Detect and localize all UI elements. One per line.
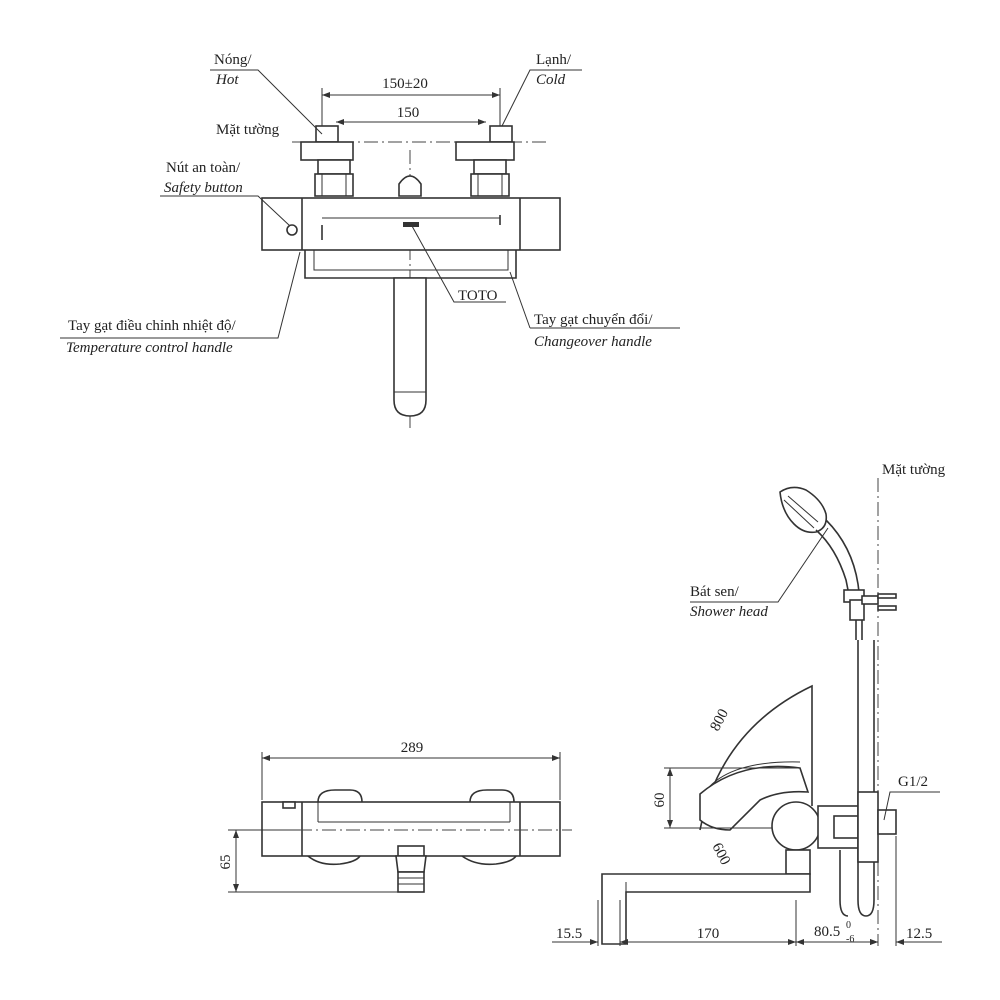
safety-label-en: Safety button <box>164 180 243 196</box>
dim-600: 600 <box>708 840 733 867</box>
dim-80-5: 80.5 <box>814 924 840 940</box>
cold-inlet <box>455 125 515 197</box>
dim-15-5: 15.5 <box>556 926 582 942</box>
dim-80-5-tol-upper: 0 <box>846 920 851 931</box>
dim-80-5-tol-lower: -6 <box>846 934 854 945</box>
dim-inlet-range: 150±20 <box>382 76 428 92</box>
changeover-label-vi: Tay gạt chuyển đổi/ <box>534 312 653 328</box>
temp-handle-label-en: Temperature control handle <box>66 340 233 356</box>
hot-label-vi: Nóng/ <box>214 52 252 68</box>
thread-label: G1/2 <box>898 774 928 790</box>
hot-label-en: Hot <box>215 72 239 88</box>
dim-800: 800 <box>707 707 732 734</box>
dim-inlet: 150 <box>397 105 420 121</box>
spout-outlet <box>397 871 425 893</box>
valve-side <box>771 801 821 851</box>
spout <box>393 277 427 417</box>
hot-inlet <box>300 125 354 197</box>
dim-height-65: 65 <box>218 855 234 870</box>
wall-label-side: Mặt tường <box>882 462 946 478</box>
cold-label-en: Cold <box>536 72 566 88</box>
temp-handle-label-vi: Tay gạt điều chỉnh nhiệt độ/ <box>68 318 236 334</box>
toto-logo-mark <box>403 222 419 227</box>
top-view: 150±20 150 Nóng/ Hot Lạnh/ Cold Mặt tườn… <box>60 52 680 432</box>
side-view: Mặt tường <box>552 462 946 946</box>
dim-width: 289 <box>401 740 424 756</box>
front-view: 289 65 <box>218 740 572 893</box>
shower-label-en: Shower head <box>690 604 768 620</box>
dim-170: 170 <box>697 926 720 942</box>
shower-label-vi: Bát sen/ <box>690 584 740 600</box>
dim-60: 60 <box>652 793 668 808</box>
cold-label-vi: Lạnh/ <box>536 52 572 68</box>
brand-label: TOTO <box>458 288 498 304</box>
wall-label-top: Mặt tường <box>216 122 280 138</box>
safety-label-vi: Nút an toàn/ <box>166 160 241 176</box>
safety-button <box>286 224 298 236</box>
dim-12-5: 12.5 <box>906 926 932 942</box>
changeover-label-en: Changeover handle <box>534 334 652 350</box>
shower-head <box>779 486 897 640</box>
